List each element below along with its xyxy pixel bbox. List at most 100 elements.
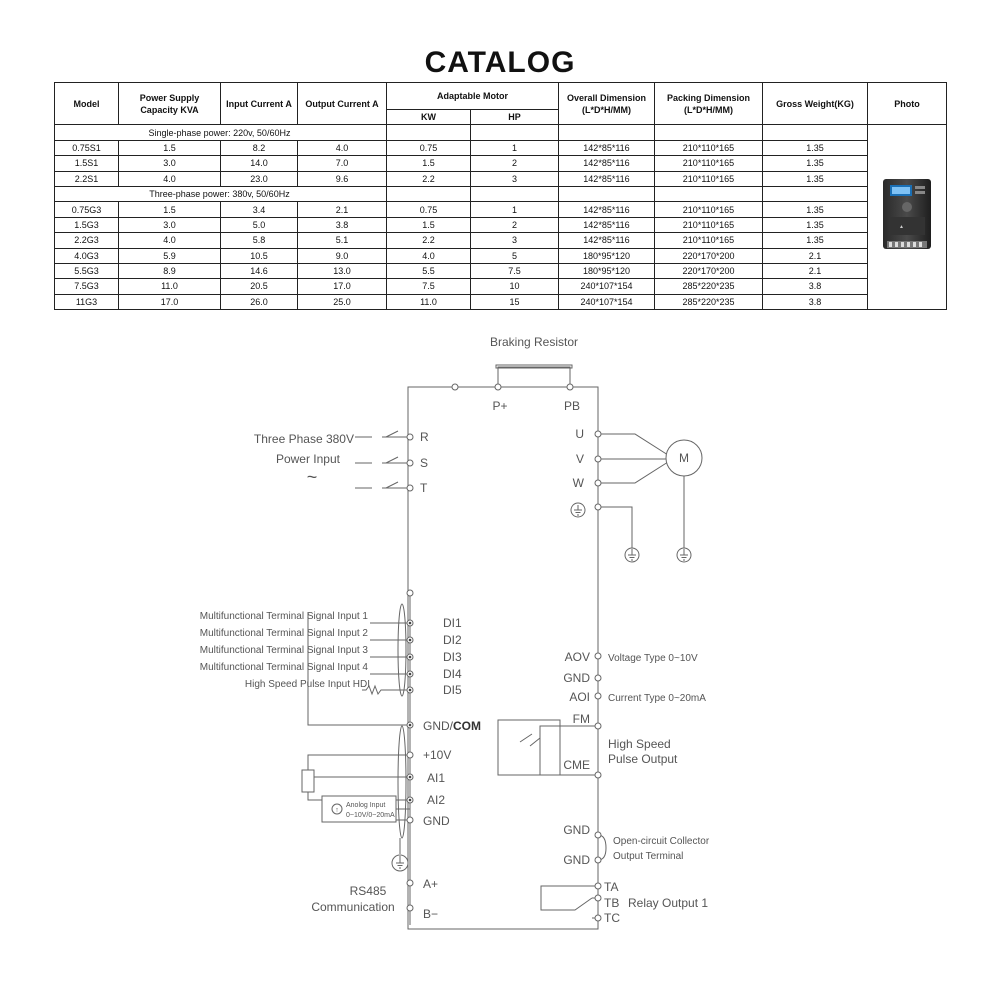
terminal-ai2: AI2 bbox=[427, 793, 445, 807]
table-cell: 1.5 bbox=[118, 201, 221, 218]
table-cell: 3 bbox=[470, 170, 559, 187]
terminal-gnd-left: GND bbox=[423, 814, 450, 828]
table-cell: 2 bbox=[470, 216, 559, 234]
table-cell: 5.1 bbox=[297, 232, 387, 249]
aoi-description: Current Type 0~20mA bbox=[608, 693, 706, 704]
table-cell: 210*110*165 bbox=[654, 155, 763, 172]
aov-description: Voltage Type 0~10V bbox=[608, 653, 698, 664]
table-cell: 2 bbox=[470, 155, 559, 172]
terminal-di2: DI2 bbox=[443, 633, 462, 647]
table-cell: 210*110*165 bbox=[654, 139, 763, 157]
table-cell: 1.35 bbox=[762, 216, 868, 234]
section-row-single-phase: Single-phase power: 220v, 50/60Hz bbox=[54, 124, 947, 311]
terminal-b-minus: B− bbox=[423, 907, 438, 921]
table-cell: 142*85*116 bbox=[558, 139, 655, 157]
terminal-plus-10v: +10V bbox=[423, 748, 451, 762]
motor-label: M bbox=[679, 451, 689, 465]
table-cell: 13.0 bbox=[297, 262, 387, 280]
terminal-di1: DI1 bbox=[443, 616, 462, 630]
header-gross-weight: Gross Weight(KG) bbox=[762, 81, 868, 126]
table-cell: 1.5G3 bbox=[54, 216, 119, 234]
table-cell: 180*95*120 bbox=[558, 247, 655, 264]
svg-text:▲: ▲ bbox=[899, 224, 904, 230]
terminal-w: W bbox=[573, 476, 585, 490]
table-cell: 1.5 bbox=[118, 139, 221, 157]
table-cell: 17.0 bbox=[297, 278, 387, 295]
rs485-label-1: RS485 bbox=[350, 884, 387, 898]
table-cell: 10.5 bbox=[220, 247, 298, 264]
table-cell: 10 bbox=[470, 278, 559, 295]
table-cell: 20.5 bbox=[220, 278, 298, 295]
table-cell: 180*95*120 bbox=[558, 262, 655, 280]
table-cell: 5.8 bbox=[220, 232, 298, 249]
table-cell: 4.0G3 bbox=[54, 247, 119, 264]
table-cell: 17.0 bbox=[118, 293, 221, 311]
analog-input-label-2: 0~10V/0~20mA bbox=[346, 812, 395, 819]
table-cell: 1.5S1 bbox=[54, 155, 119, 172]
table-cell: 142*85*116 bbox=[558, 232, 655, 249]
table-cell: 14.6 bbox=[220, 262, 298, 280]
header-packing-dimension: Packing Dimension (L*D*H/MM) bbox=[654, 81, 763, 126]
table-cell: 0.75 bbox=[386, 201, 471, 218]
table-cell: 4.0 bbox=[118, 232, 221, 249]
terminal-a-plus: A+ bbox=[423, 877, 438, 891]
table-cell: 285*220*235 bbox=[654, 278, 763, 295]
header-output-current: Output Current A bbox=[297, 81, 387, 126]
table-cell: 0.75 bbox=[386, 139, 471, 157]
ac-tilde-icon: ~ bbox=[307, 467, 318, 487]
table-cell: 2.1 bbox=[762, 262, 868, 280]
table-cell: 1.5 bbox=[386, 155, 471, 172]
catalog-table: Model Power Supply Capacity KVA Input Cu… bbox=[54, 81, 947, 311]
table-cell: 240*107*154 bbox=[558, 293, 655, 311]
table-cell: 4.0 bbox=[386, 247, 471, 264]
table-cell: 7.5G3 bbox=[54, 278, 119, 295]
three-phase-label-1: Three Phase 380V bbox=[254, 432, 354, 446]
product-photo: ▲ bbox=[867, 124, 947, 311]
section-row-three-phase: Three-phase power: 380v, 50/60Hz bbox=[54, 185, 947, 203]
table-cell: 5.5 bbox=[386, 262, 471, 280]
header-input-current: Input Current A bbox=[220, 81, 298, 126]
header-hp: HP bbox=[470, 108, 559, 126]
terminal-p-plus: P+ bbox=[492, 399, 507, 413]
table-cell: 11.0 bbox=[386, 293, 471, 311]
table-cell: 9.0 bbox=[297, 247, 387, 264]
table-cell: 9.6 bbox=[297, 170, 387, 187]
high-speed-label-2: Pulse Output bbox=[608, 752, 678, 766]
ground-icon bbox=[396, 502, 692, 869]
header-adaptable-motor: Adaptable Motor bbox=[386, 82, 559, 110]
section-label-three-phase: Three-phase power: 380v, 50/60Hz bbox=[54, 185, 387, 203]
table-cell: 5.5G3 bbox=[54, 262, 119, 280]
table-cell: 11.0 bbox=[118, 278, 221, 295]
terminal-tb: TB bbox=[604, 896, 619, 910]
table-cell: 0.75G3 bbox=[54, 201, 119, 218]
table-cell: 2.1 bbox=[762, 247, 868, 264]
terminal-v: V bbox=[576, 452, 584, 466]
wiring-diagram: Braking Resistor P+ PB Three Phase 380V … bbox=[200, 335, 710, 930]
di-input-label-5: High Speed Pulse Input HDI bbox=[245, 679, 370, 690]
inverter-icon: ▲ bbox=[883, 178, 931, 249]
table-cell: 8.2 bbox=[220, 139, 298, 157]
terminal-ai1: AI1 bbox=[427, 771, 445, 785]
table-cell: 3.0 bbox=[118, 155, 221, 172]
table-cell: 210*110*165 bbox=[654, 232, 763, 249]
table-cell: 142*85*116 bbox=[558, 216, 655, 234]
terminal-aoi: AOI bbox=[569, 690, 590, 704]
table-cell: 15 bbox=[470, 293, 559, 311]
terminal-r: R bbox=[420, 430, 429, 444]
header-power-supply: Power Supply Capacity KVA bbox=[118, 81, 221, 126]
terminal-gnd-com: GND/COM bbox=[423, 719, 481, 733]
high-speed-label-1: High Speed bbox=[608, 737, 671, 751]
table-cell: 7.5 bbox=[470, 262, 559, 280]
header-photo: Photo bbox=[867, 81, 947, 126]
di-input-label-3: Multifunctional Terminal Signal Input 3 bbox=[200, 645, 369, 656]
table-cell: 2.1 bbox=[297, 201, 387, 218]
table-cell: 0.75S1 bbox=[54, 139, 119, 157]
di-input-label-2: Multifunctional Terminal Signal Input 2 bbox=[200, 628, 369, 639]
